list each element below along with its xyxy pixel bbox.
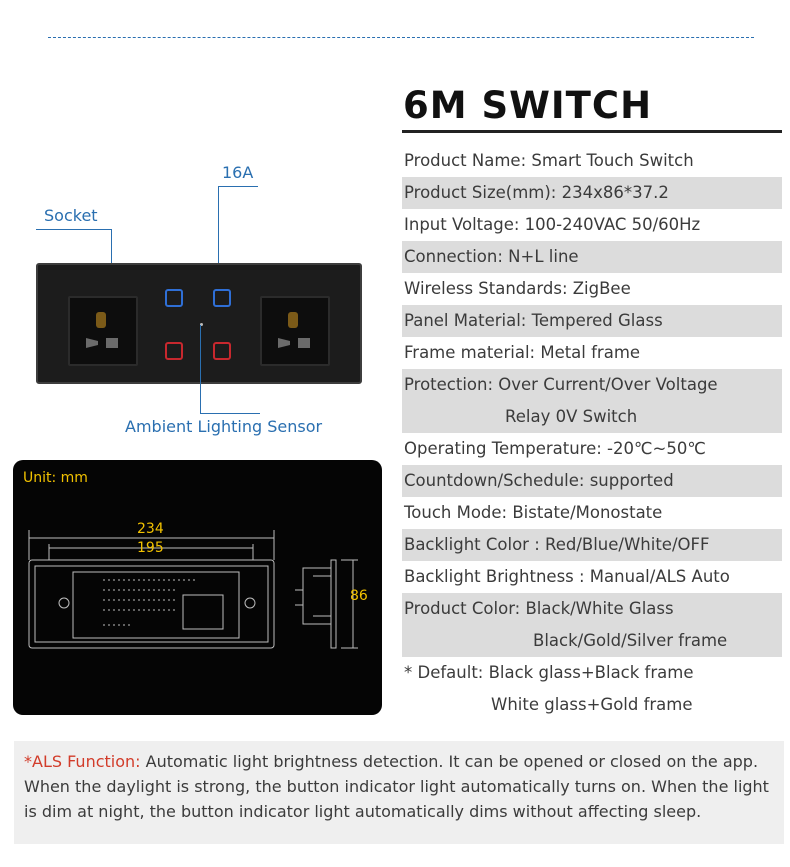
- touch-key-red-2: [213, 342, 231, 360]
- spec-row-input-voltage: Input Voltage: 100-240VAC 50/60Hz: [404, 215, 701, 234]
- title-underline: [402, 130, 782, 133]
- spec-row-operating-temp: Operating Temperature: -20℃~50℃: [404, 439, 706, 458]
- spec-row-product-color: Product Color: Black/White Glass: [402, 593, 782, 625]
- touch-key-blue-1: [165, 289, 183, 307]
- socket-callout-line: [36, 229, 112, 230]
- spec-row-default: * Default: Black glass+Black frame: [404, 663, 694, 682]
- socket-earth-pin: [96, 312, 106, 328]
- length-195-label: 195: [137, 540, 164, 556]
- spec-row-countdown: Countdown/Schedule: supported: [402, 465, 782, 497]
- spec-row-protection: Protection: Over Current/Over Voltage: [402, 369, 782, 401]
- length-234-label: 234: [137, 521, 164, 537]
- touch-key-blue-2: [213, 289, 231, 307]
- left-socket: [68, 296, 138, 366]
- spec-row-product-color-cont: Black/Gold/Silver frame: [402, 625, 782, 657]
- sensor-callout-leader: [200, 325, 201, 414]
- socket-live-pin: [86, 338, 98, 348]
- spec-row-default-cont: White glass+Gold frame: [491, 695, 693, 714]
- als-note-label: *ALS Function:: [24, 752, 141, 771]
- socket-live-pin: [278, 338, 290, 348]
- socket-neutral-pin: [106, 338, 118, 348]
- spec-row-product-size: Product Size(mm): 234x86*37.2: [402, 177, 782, 209]
- top-dashed-divider: [48, 37, 754, 38]
- spec-row-frame-material: Frame material: Metal frame: [404, 343, 641, 362]
- socket-callout-label: Socket: [44, 206, 98, 225]
- height-86-label: 86: [350, 588, 368, 604]
- ambient-light-sensor-dot: [200, 323, 203, 326]
- spec-row-wireless: Wireless Standards: ZigBee: [404, 279, 631, 298]
- amp-callout-line: [218, 186, 258, 187]
- spec-row-product-name: Product Name: Smart Touch Switch: [404, 151, 694, 170]
- spec-row-protection-cont: Relay 0V Switch: [402, 401, 782, 433]
- als-note-text: Automatic light brightness detection. It…: [24, 752, 769, 821]
- spec-row-backlight-brightness: Backlight Brightness : Manual/ALS Auto: [404, 567, 730, 586]
- dimension-drawing-lines: [28, 530, 358, 649]
- als-function-note: *ALS Function: Automatic light brightnes…: [14, 741, 784, 844]
- right-socket: [260, 296, 330, 366]
- amp-callout-leader: [218, 186, 219, 289]
- touch-key-red-1: [165, 342, 183, 360]
- unit-label: Unit: mm: [23, 470, 88, 486]
- sensor-callout-line: [200, 413, 260, 414]
- spec-row-touch-mode: Touch Mode: Bistate/Monostate: [404, 503, 663, 522]
- socket-callout-leader: [111, 229, 112, 291]
- amp-callout-label: 16A: [222, 163, 254, 182]
- dimension-drawing: Unit: mm: [13, 460, 382, 715]
- spec-row-backlight-color: Backlight Color : Red/Blue/White/OFF: [402, 529, 782, 561]
- sensor-callout-label: Ambient Lighting Sensor: [125, 417, 323, 436]
- socket-neutral-pin: [298, 338, 310, 348]
- spec-title: 6M SWITCH: [403, 84, 653, 127]
- spec-table: Product Name: Smart Touch Switch Product…: [402, 145, 782, 721]
- socket-earth-pin: [288, 312, 298, 328]
- spec-row-connection: Connection: N+L line: [402, 241, 782, 273]
- spec-row-panel-material: Panel Material: Tempered Glass: [402, 305, 782, 337]
- switch-panel: [36, 263, 362, 384]
